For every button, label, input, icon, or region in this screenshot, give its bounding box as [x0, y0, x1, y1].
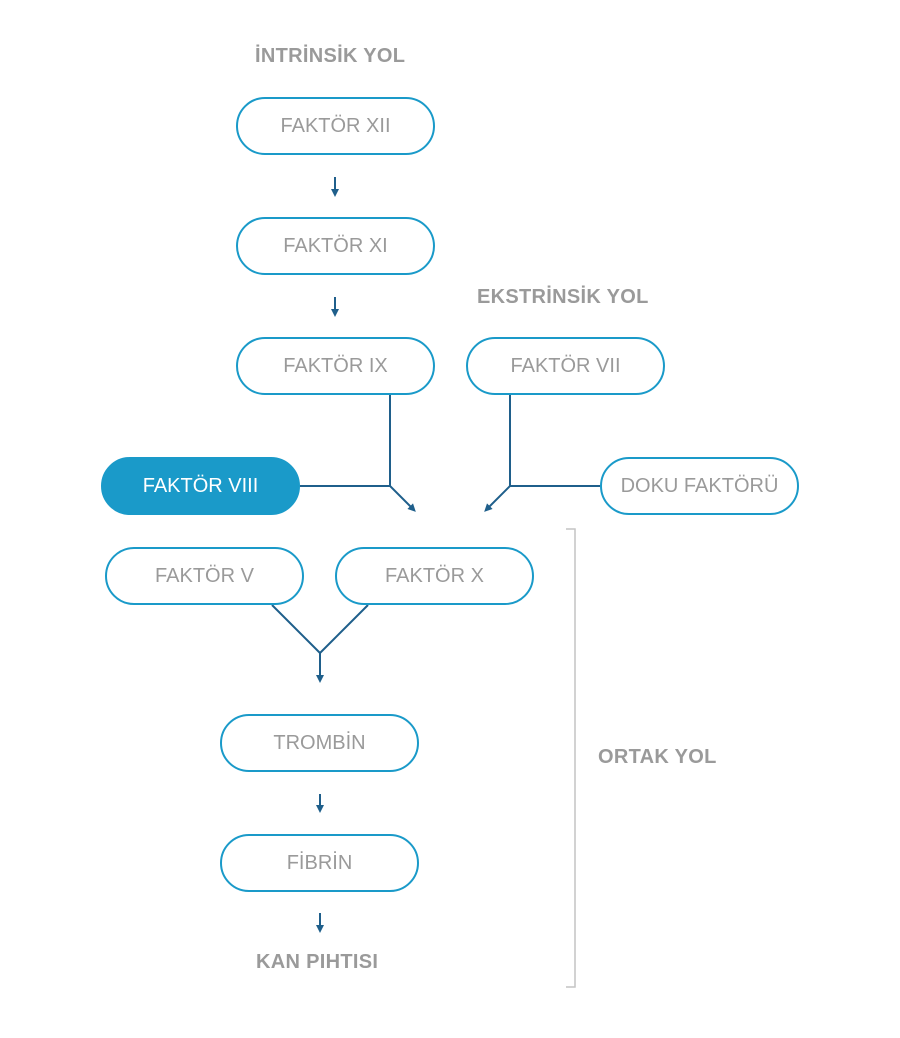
node-factor-viii: FAKTÖR VIII [101, 457, 300, 515]
node-factor-v: FAKTÖR V [105, 547, 304, 605]
node-factor-x: FAKTÖR X [335, 547, 534, 605]
blood-clot-label: KAN PIHTISI [256, 951, 379, 973]
node-factor-xii: FAKTÖR XII [236, 97, 435, 155]
node-factor-ix: FAKTÖR IX [236, 337, 435, 395]
common-pathway-label: ORTAK YOL [598, 746, 717, 768]
node-tissue-factor: DOKU FAKTÖRÜ [600, 457, 799, 515]
extrinsic-pathway-label: EKSTRİNSİK YOL [477, 286, 649, 308]
node-thrombin: TROMBİN [220, 714, 419, 772]
line-f5-merge [271, 604, 321, 654]
node-factor-xi: FAKTÖR XI [236, 217, 435, 275]
line-f7-to-x [484, 395, 511, 512]
line-f10-merge [319, 604, 369, 654]
line-f9-to-x [389, 395, 416, 512]
intrinsic-pathway-label: İNTRİNSİK YOL [255, 45, 406, 67]
node-fibrin: FİBRİN [220, 834, 419, 892]
node-factor-vii: FAKTÖR VII [466, 337, 665, 395]
common-pathway-bracket [566, 528, 576, 988]
